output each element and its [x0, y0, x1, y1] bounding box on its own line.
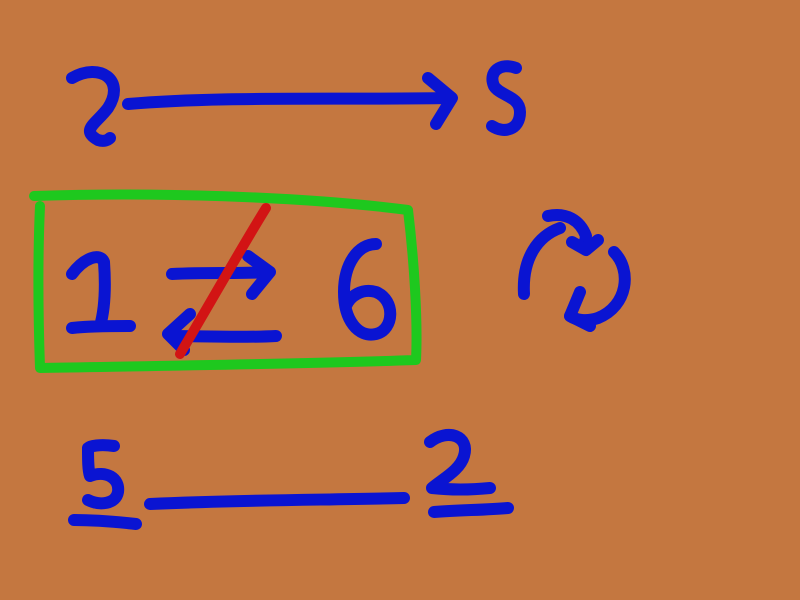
two-way-arrow-top [166, 266, 274, 280]
digit-5-bottom [82, 439, 125, 510]
two-way-arrow-top-head [242, 250, 276, 300]
cycle-arrows-icon [517, 209, 631, 332]
arrow-right-shaft [122, 92, 454, 110]
not-equal-strike [175, 203, 271, 359]
row-1 [66, 60, 526, 147]
digit-5-top [486, 60, 526, 136]
digit-1 [66, 251, 136, 334]
underline-5 [68, 514, 142, 530]
underline-2 [428, 502, 514, 518]
digit-2-top [66, 66, 120, 147]
connecting-line [144, 492, 410, 510]
highlight-box [29, 189, 422, 373]
row-3 [68, 428, 514, 530]
two-way-arrow-bottom [166, 330, 282, 343]
row-2 [29, 189, 422, 373]
two-way-arrow-bottom-head [162, 308, 196, 356]
arrow-right-head [422, 72, 458, 130]
digit-2-bottom [424, 428, 496, 496]
digit-6 [338, 238, 397, 341]
